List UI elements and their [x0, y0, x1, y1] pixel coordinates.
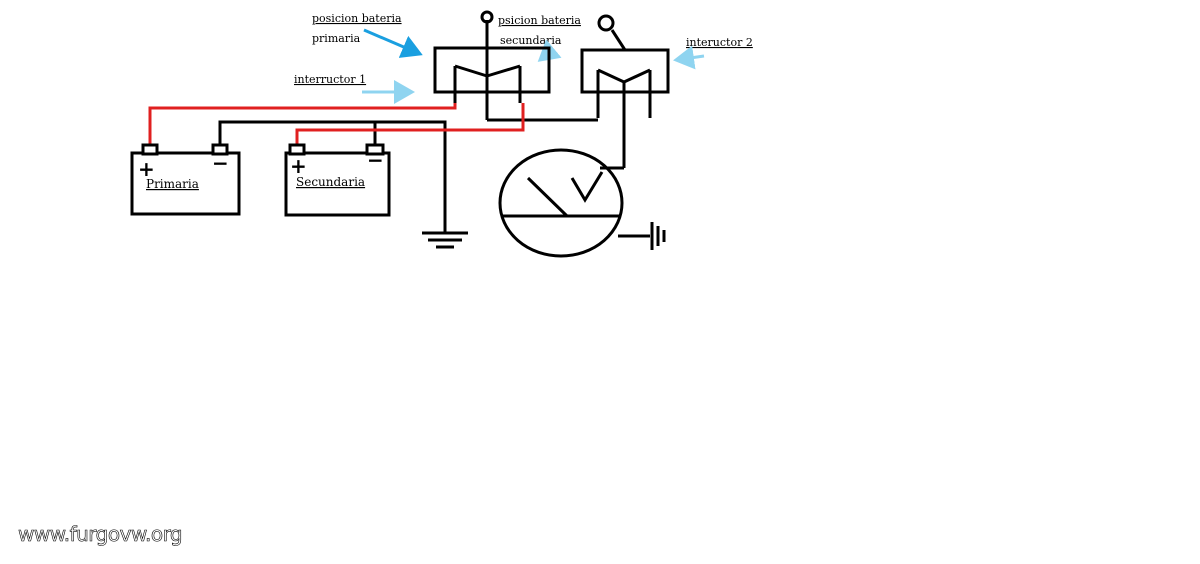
switch2-box [580, 29, 670, 168]
switch1-knob-icon [480, 10, 494, 24]
battery-secondary: + − Secundaria [284, 143, 391, 217]
red-wires [148, 103, 525, 146]
battery-primary: + − Primaria [130, 143, 241, 216]
watermark: www.furgovw.org [18, 522, 183, 547]
label-primary-position-line1: posicion bateria [312, 12, 402, 25]
arrow-primary-position [363, 28, 423, 58]
lamp-ground-icon [650, 222, 666, 250]
label-switch2: inteructor 2 [686, 36, 753, 49]
black-wires [218, 118, 650, 238]
label-primary-position-line2: primaria [312, 32, 361, 45]
label-secondary-position-line2: secundaria [500, 34, 562, 47]
battery-secondary-label: Secundaria [296, 175, 365, 189]
battery-secondary-plus: + [290, 154, 307, 178]
label-secondary-position-line1: psicion bateria [498, 14, 581, 27]
battery-secondary-minus: − [367, 148, 384, 172]
battery-primary-label: Primaria [146, 177, 199, 191]
label-switch1: interructor 1 [294, 73, 366, 86]
switch1-box [433, 20, 551, 120]
arrow-switch2 [673, 45, 705, 70]
lamp-icon [498, 148, 624, 258]
switch2-knob-icon [597, 14, 615, 32]
battery-primary-plus: + [138, 157, 155, 181]
battery-primary-minus: − [212, 151, 229, 175]
ground-icon [422, 231, 468, 249]
